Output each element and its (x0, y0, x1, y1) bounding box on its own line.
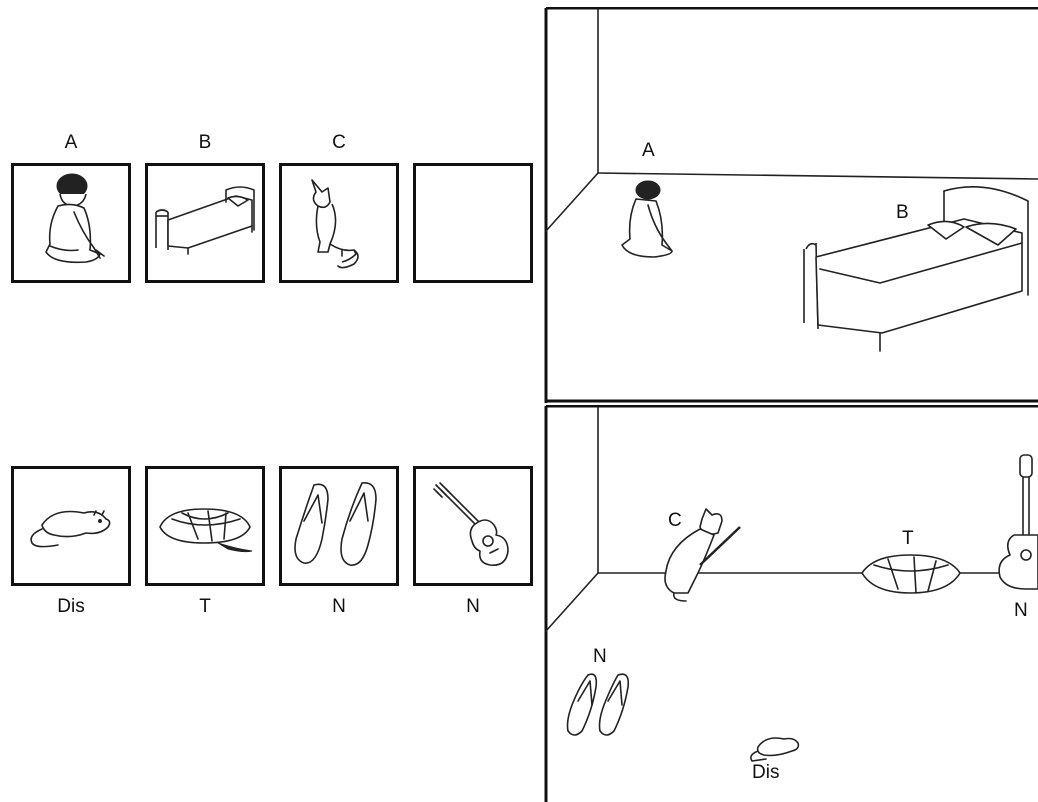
scene-room-top: A B (544, 7, 1038, 403)
bed-icon (148, 166, 262, 280)
bottom-label-t: T (145, 597, 265, 617)
scene-mouse (751, 738, 799, 761)
room-top-drawing (544, 7, 1038, 403)
card-mouse[interactable] (11, 466, 131, 586)
mouse-icon (14, 469, 128, 583)
card-bed[interactable] (145, 163, 265, 283)
card-flip-flops[interactable] (279, 466, 399, 586)
scene-cushion (862, 555, 960, 593)
scene-guitar (999, 455, 1038, 589)
guitar-icon (416, 469, 530, 583)
room-bottom-drawing (544, 405, 1038, 802)
sitting-child-icon (14, 166, 128, 280)
top-label-c: C (279, 133, 399, 153)
bottom-label-dis: Dis (11, 597, 131, 617)
scene-child (622, 181, 672, 257)
bottom-label-n2: N (413, 597, 533, 617)
cat-icon (282, 166, 396, 280)
scene-bottom-label-n-flipflops: N (593, 647, 607, 667)
scene-top-label-a: A (642, 141, 655, 161)
scene-flip-flops (568, 674, 629, 735)
scene-bottom-label-t: T (902, 529, 914, 549)
bottom-label-n1: N (279, 597, 399, 617)
scene-room-bottom: C T N N Dis (544, 405, 1038, 802)
card-empty[interactable] (413, 163, 533, 283)
cushion-icon (148, 469, 262, 583)
scene-bottom-label-dis: Dis (752, 763, 779, 783)
scene-top-label-b: B (896, 203, 909, 223)
card-guitar[interactable] (413, 466, 533, 586)
top-label-b: B (145, 133, 265, 153)
card-cushion[interactable] (145, 466, 265, 586)
top-label-a: A (11, 133, 131, 153)
card-cat[interactable] (279, 163, 399, 283)
card-child[interactable] (11, 163, 131, 283)
scene-bottom-label-n-guitar: N (1014, 601, 1028, 621)
flip-flops-icon (282, 469, 396, 583)
scene-bottom-label-c: C (668, 511, 682, 531)
scene-bed (804, 187, 1028, 351)
